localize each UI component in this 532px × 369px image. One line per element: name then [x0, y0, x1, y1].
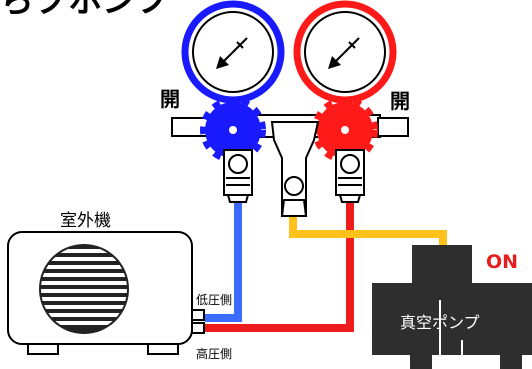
- header-text: らプホンフ: [0, 0, 169, 21]
- fan-grille-icon: [39, 244, 129, 334]
- outdoor-unit-label: 室外機: [60, 211, 111, 231]
- high-side-coupler: [335, 149, 365, 203]
- vacuum-pump: [372, 245, 532, 369]
- high-pressure-hose: [205, 200, 354, 332]
- vacuum-pump-label: 真空ポンプ: [400, 313, 480, 332]
- low-side-label: 低圧側: [196, 293, 232, 307]
- center-port: [270, 121, 320, 217]
- high-side-label: 高圧側: [196, 346, 232, 361]
- open-label-high: 開: [390, 89, 410, 113]
- low-side-coupler: [223, 149, 253, 203]
- low-pressure-hose: [205, 200, 242, 322]
- pump-on-label: ON: [486, 251, 518, 273]
- pump-hose: [289, 210, 447, 245]
- open-label-low: 開: [160, 87, 180, 111]
